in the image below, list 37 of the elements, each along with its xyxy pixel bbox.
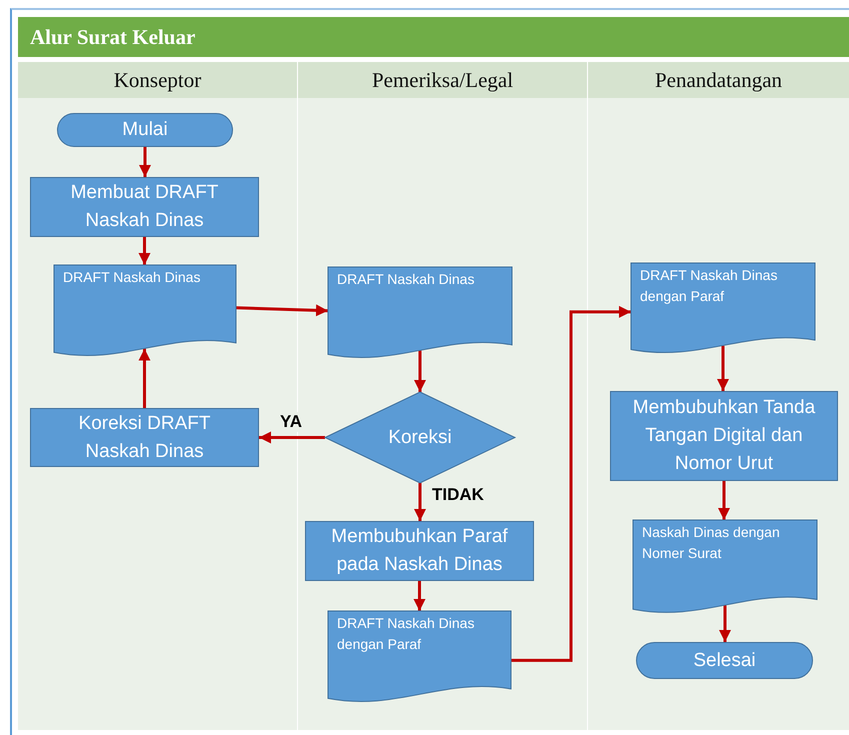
box-label: Mulai	[122, 118, 168, 142]
arrow	[414, 581, 426, 611]
box-label: Membubuhkan Paraf pada Naskah Dinas	[330, 525, 509, 577]
arrow	[719, 605, 731, 642]
box-label: Membuat DRAFT Naskah Dinas	[70, 181, 220, 233]
lane-header: Konseptor	[18, 62, 297, 98]
box-label: Selesai	[693, 648, 756, 672]
title-bar: Alur Surat Keluar	[18, 17, 849, 57]
arrow	[717, 346, 729, 391]
process-box	[30, 177, 259, 237]
document-label: DRAFT Naskah Dinas dengan Paraf	[640, 266, 778, 306]
terminator-shape	[636, 642, 813, 679]
process-box	[305, 521, 534, 581]
arrow	[138, 237, 150, 265]
swimlane	[588, 62, 849, 730]
arrow	[414, 350, 426, 392]
document-label: DRAFT Naskah Dinas dengan Paraf	[337, 614, 476, 654]
process-box	[610, 391, 838, 481]
arrow	[414, 483, 426, 521]
arrow	[259, 432, 325, 444]
arrow	[139, 147, 151, 177]
document-label: DRAFT Naskah Dinas	[63, 268, 200, 287]
edge-label: YA	[278, 412, 304, 432]
arrow	[718, 481, 730, 520]
lane-header: Pemeriksa/Legal	[298, 62, 587, 98]
process-box	[30, 408, 259, 467]
arrow	[511, 306, 631, 662]
arrow	[236, 304, 328, 316]
arrow	[138, 348, 150, 408]
box-label: Membubuhkan Tanda Tangan Digital dan Nomor Urut	[632, 396, 816, 476]
terminator-shape	[57, 113, 233, 147]
document-label: Naskah Dinas dengan Nomer Surat	[642, 523, 781, 563]
lane-header: Penandatangan	[588, 62, 849, 98]
box-label: Koreksi DRAFT Naskah Dinas	[78, 412, 212, 464]
decision-label: Koreksi	[388, 426, 452, 450]
document-label: DRAFT Naskah Dinas	[337, 270, 474, 289]
decision-diamond	[325, 392, 515, 483]
